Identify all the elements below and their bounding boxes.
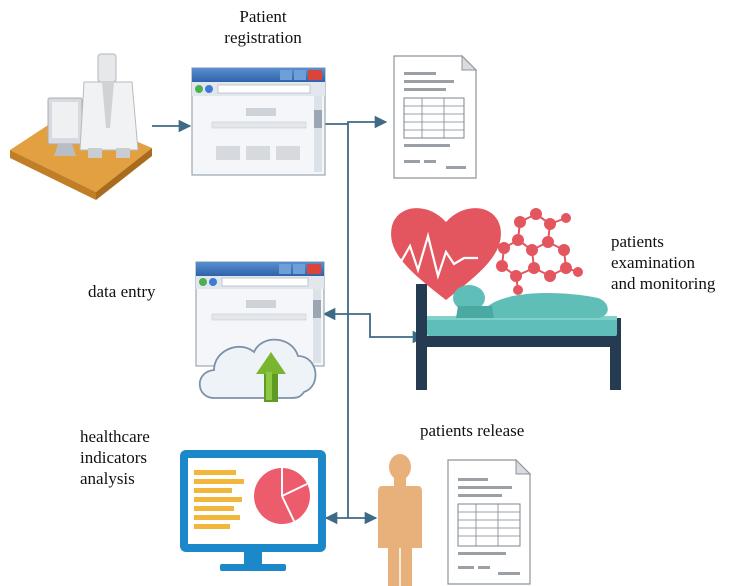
label-line: healthcare [80, 427, 150, 446]
molecule-icon [496, 208, 583, 295]
label-patients-release: patients release [420, 420, 524, 441]
label-line: patients [611, 232, 664, 251]
label-line: and monitoring [611, 274, 716, 293]
label-line: indicators [80, 448, 148, 467]
label-line: registration [224, 28, 302, 47]
doctor-at-desk-icon [10, 53, 152, 200]
hospital-bed-icon [416, 284, 621, 390]
label-line: analysis [80, 469, 135, 488]
label-line: data entry [88, 282, 156, 301]
label-patients-examination: patients examination and monitoring [611, 231, 715, 294]
analytics-monitor-icon [180, 450, 326, 571]
browser-window-icon [191, 67, 326, 176]
connectors [152, 115, 426, 525]
label-line: Patient [239, 7, 287, 26]
label-patient-registration: Patient registration [208, 6, 318, 48]
person-icon [378, 454, 422, 586]
label-line: examination [611, 253, 696, 272]
document-form-icon [393, 54, 478, 179]
connector-bus-bed [348, 313, 426, 344]
connector-registration-document [325, 115, 388, 129]
document-form-icon [447, 458, 532, 585]
label-line: patients release [420, 421, 525, 440]
cloud-upload-icon [198, 338, 317, 402]
heart-pulse-icon [378, 208, 501, 300]
label-data-entry: data entry [88, 281, 156, 302]
label-healthcare-indicators: healthcare indicators analysis [80, 426, 150, 489]
